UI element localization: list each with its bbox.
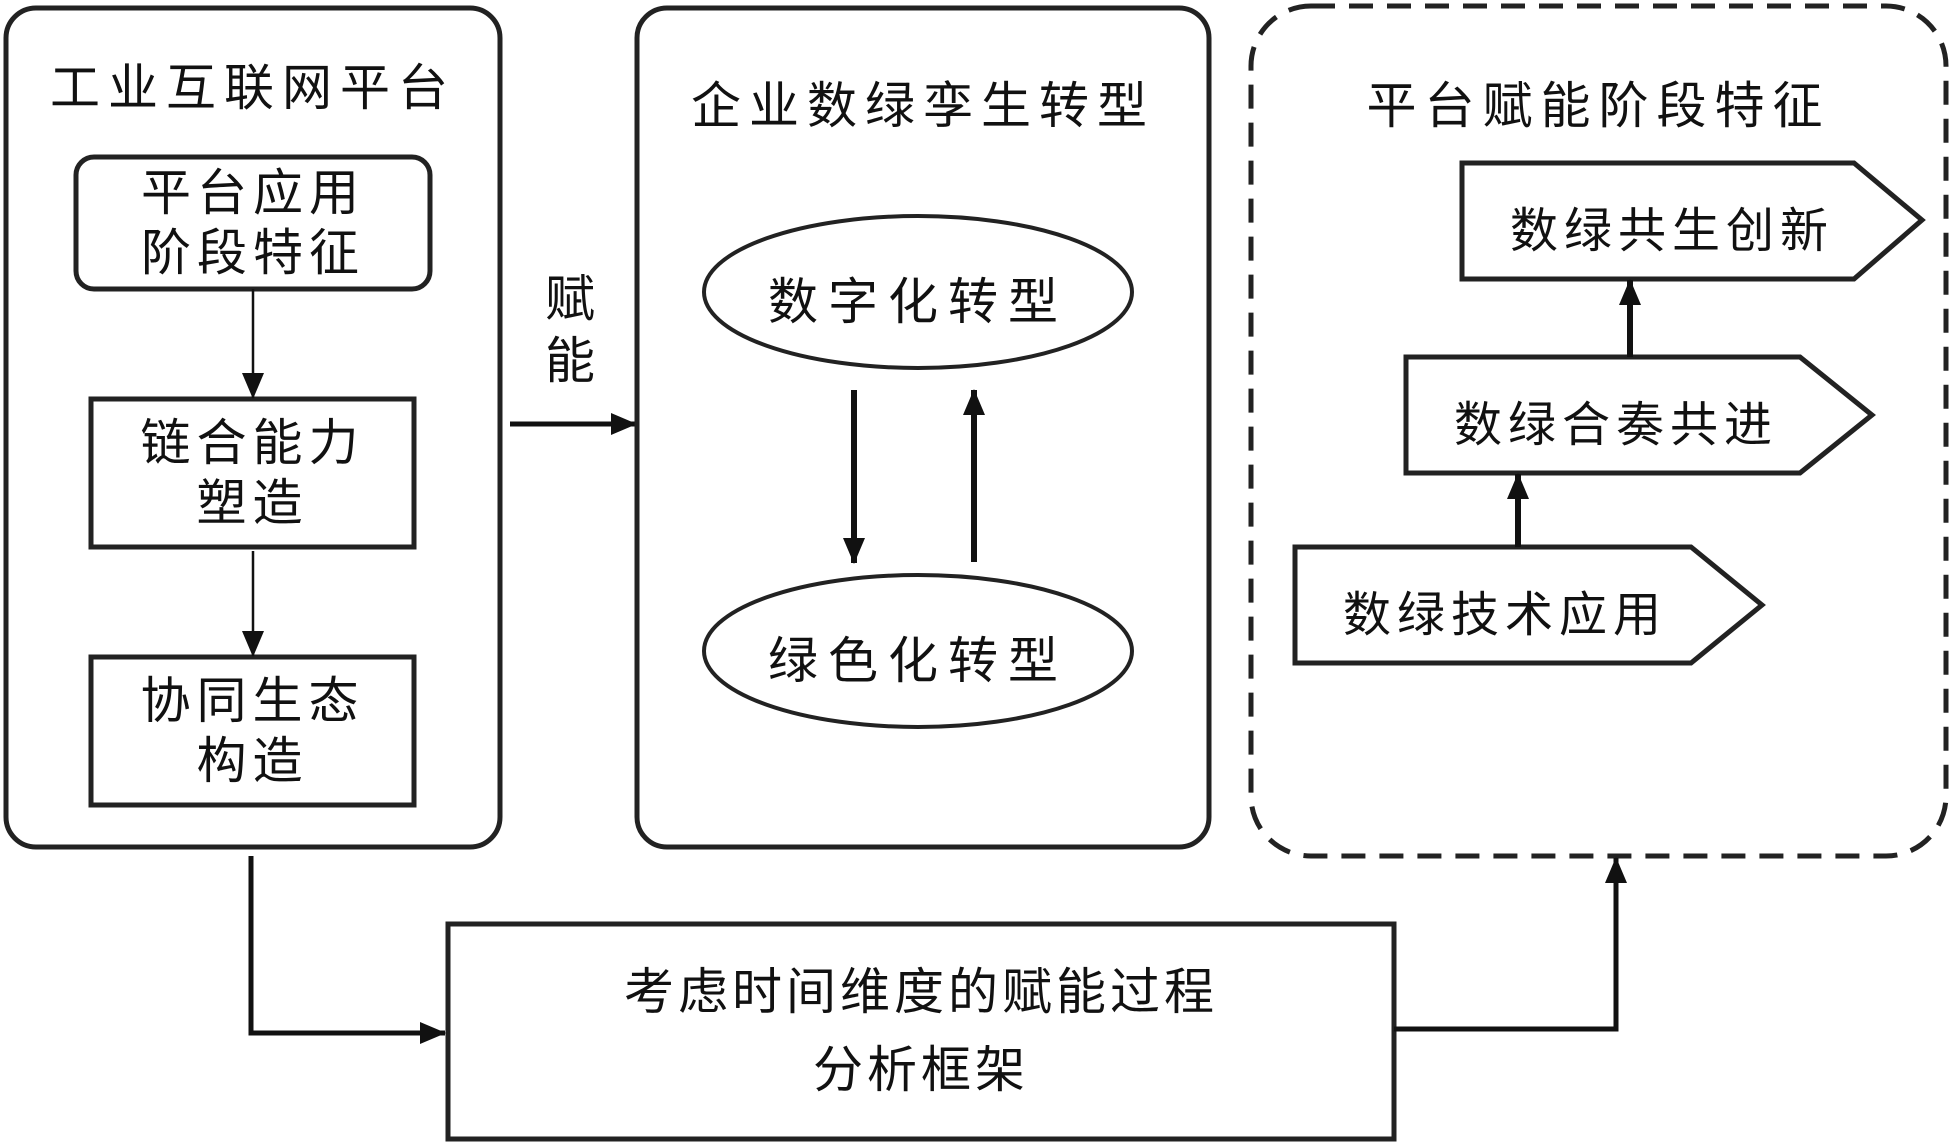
enterprise-panel-title: 企业数绿孪生转型 <box>691 77 1155 135</box>
connector-platform-to-framework <box>248 856 446 1044</box>
stage-coordinated-progress-label: 数绿合奏共进 <box>1453 397 1778 453</box>
stage-technology-application-label: 数绿技术应用 <box>1342 587 1667 643</box>
box-line: 构造 <box>196 732 309 790</box>
platform-panel <box>3 5 503 850</box>
empower-label: 赋 能 <box>540 268 600 392</box>
stages-panel <box>1248 3 1949 859</box>
chain-capability-label: 链合能力 塑造 <box>91 413 414 533</box>
box-line: 平台应用 <box>141 164 365 222</box>
framework-line: 考虑时间维度的赋能过程 <box>624 963 1218 1021</box>
stage-symbiotic-innovation-label: 数绿共生创新 <box>1509 203 1834 259</box>
collaborative-ecosystem-label: 协同生态 构造 <box>91 671 414 791</box>
digital-transformation-label: 数字化转型 <box>768 273 1068 331</box>
digital-transformation-node <box>702 214 1134 370</box>
green-transformation-node <box>702 573 1134 729</box>
platform-application-stage-label: 平台应用 阶段特征 <box>76 163 430 283</box>
stage-coordinated-progress <box>1403 354 1876 476</box>
edge-label-line: 赋 <box>545 270 595 328</box>
box-line: 塑造 <box>196 474 309 532</box>
chain-capability-box <box>88 396 417 550</box>
stage-symbiotic-innovation <box>1459 160 1926 282</box>
framework-line: 分析框架 <box>813 1041 1029 1099</box>
box-line: 阶段特征 <box>141 224 365 282</box>
box-line: 协同生态 <box>140 672 365 730</box>
green-transformation-label: 绿色化转型 <box>768 632 1068 690</box>
platform-panel-title: 工业互联网平台 <box>50 59 456 117</box>
collaborative-ecosystem-box <box>88 654 417 808</box>
edge-label-line: 能 <box>545 332 595 390</box>
box-line: 链合能力 <box>140 414 365 472</box>
stages-panel-title: 平台赋能阶段特征 <box>1366 77 1831 135</box>
framework-label: 考虑时间维度的赋能过程 分析框架 <box>448 953 1394 1109</box>
connector-framework-to-stages <box>1394 857 1627 1032</box>
enterprise-panel <box>634 5 1212 850</box>
stage-technology-application <box>1292 544 1766 666</box>
